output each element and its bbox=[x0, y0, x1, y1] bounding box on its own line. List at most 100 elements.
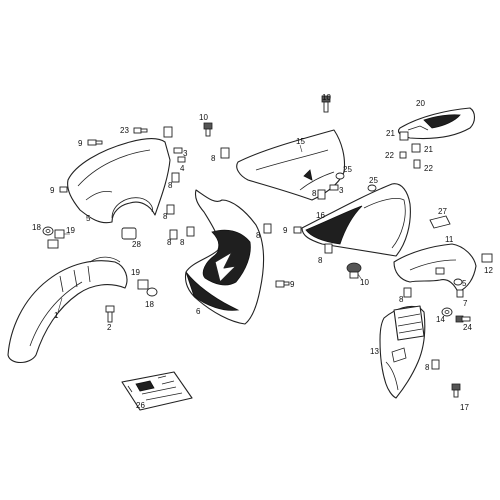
screw-9-right bbox=[275, 280, 290, 288]
callout-8d: 8 bbox=[180, 238, 185, 247]
callout-20: 20 bbox=[416, 99, 425, 108]
callout-4: 4 bbox=[180, 164, 185, 173]
grommet-5-rear bbox=[453, 278, 463, 286]
callout-8f: 8 bbox=[211, 154, 216, 163]
callout-8b: 8 bbox=[163, 212, 168, 221]
callout-25a: 25 bbox=[343, 165, 352, 174]
callout-8e: 8 bbox=[256, 231, 261, 240]
right-side-panel bbox=[301, 183, 411, 257]
callout-9a: 9 bbox=[78, 139, 83, 148]
callout-7: 7 bbox=[463, 299, 468, 308]
callout-12: 12 bbox=[484, 266, 493, 275]
right-radiator-shroud bbox=[184, 189, 264, 325]
screw-22-b bbox=[413, 159, 421, 169]
bolt-23 bbox=[133, 127, 148, 134]
clip-8-panel-b bbox=[317, 189, 326, 200]
spacer-19-right bbox=[137, 279, 149, 290]
spacer-21-a bbox=[399, 131, 409, 141]
bolt-10-center bbox=[346, 262, 362, 279]
decal-kit bbox=[121, 371, 193, 411]
spacer-19-b bbox=[47, 239, 59, 249]
callout-5: 5 bbox=[86, 214, 91, 223]
callout-28: 28 bbox=[132, 240, 141, 249]
front-fender bbox=[7, 256, 128, 364]
callout-17: 17 bbox=[460, 403, 469, 412]
callout-14: 14 bbox=[436, 315, 445, 324]
clip-8-rear bbox=[403, 287, 412, 298]
bush-7 bbox=[456, 289, 464, 298]
callout-24: 24 bbox=[463, 323, 472, 332]
screw-9-side bbox=[59, 186, 68, 193]
callout-18a: 18 bbox=[32, 223, 41, 232]
screw-9-top bbox=[87, 139, 103, 146]
callout-8i: 8 bbox=[399, 295, 404, 304]
grommet-25-a bbox=[335, 172, 345, 180]
callout-5b: 5 bbox=[462, 279, 467, 288]
callout-1: 1 bbox=[54, 311, 59, 320]
callout-19a: 19 bbox=[66, 226, 75, 235]
callout-21b: 21 bbox=[424, 145, 433, 154]
callout-10c: 10 bbox=[360, 278, 369, 287]
callout-8j: 8 bbox=[425, 363, 430, 372]
clip-8-mudguard bbox=[431, 359, 440, 370]
callout-8h: 8 bbox=[318, 256, 323, 265]
bolt-17 bbox=[451, 383, 461, 398]
rubber-pad-27 bbox=[429, 215, 451, 229]
left-side-panel bbox=[236, 129, 346, 201]
rear-mudguard bbox=[379, 305, 426, 399]
callout-3b: 3 bbox=[339, 186, 344, 195]
callout-8a: 8 bbox=[168, 181, 173, 190]
callout-2: 2 bbox=[107, 323, 112, 332]
callout-10b: 10 bbox=[199, 113, 208, 122]
bolt-10-top bbox=[321, 95, 331, 113]
spacer-21-b bbox=[411, 143, 421, 153]
callout-9b: 9 bbox=[50, 186, 55, 195]
rubber-grommet-18 bbox=[42, 226, 54, 236]
callout-8g: 8 bbox=[312, 189, 317, 198]
spacer-19 bbox=[54, 229, 70, 239]
clip-8-right-b bbox=[186, 226, 195, 237]
bush-4 bbox=[177, 156, 186, 163]
clip-8-shroud-low bbox=[166, 204, 175, 215]
callout-22b: 22 bbox=[424, 164, 433, 173]
rubber-pad-28 bbox=[121, 227, 137, 240]
fender-bolt bbox=[105, 305, 115, 323]
callout-27: 27 bbox=[438, 207, 447, 216]
callout-8c: 8 bbox=[167, 238, 172, 247]
callout-23: 23 bbox=[120, 126, 129, 135]
clip-8-right-c bbox=[263, 223, 272, 234]
rubber-grommet-18-right bbox=[146, 287, 158, 297]
clip-8-panel bbox=[220, 147, 230, 159]
callout-21a: 21 bbox=[386, 129, 395, 138]
bolt-3-shroud bbox=[173, 147, 183, 154]
callout-16: 16 bbox=[316, 211, 325, 220]
clip-8-shroud bbox=[171, 172, 180, 183]
callout-3a: 3 bbox=[183, 149, 188, 158]
screw-12 bbox=[481, 253, 493, 263]
callout-13: 13 bbox=[370, 347, 379, 356]
screw-22-a bbox=[399, 151, 407, 159]
clip-8-panel-c bbox=[324, 243, 333, 254]
callout-6: 6 bbox=[196, 307, 201, 316]
bolt-3-panel bbox=[329, 184, 339, 191]
clip-8-right-a bbox=[169, 229, 178, 240]
callout-22a: 22 bbox=[385, 151, 394, 160]
washer-14 bbox=[441, 307, 453, 317]
grommet-25-b bbox=[367, 184, 377, 192]
screw-9-panel bbox=[293, 226, 302, 234]
callout-11: 11 bbox=[445, 235, 454, 244]
bolt-24 bbox=[455, 315, 471, 323]
callout-9d: 9 bbox=[283, 226, 288, 235]
callout-10a: 10 bbox=[322, 93, 331, 102]
callout-26: 26 bbox=[136, 401, 145, 410]
callout-9c: 9 bbox=[290, 280, 295, 289]
callout-19b: 19 bbox=[131, 268, 140, 277]
callout-18b: 18 bbox=[145, 300, 154, 309]
bolt-10-left bbox=[203, 122, 213, 137]
callout-25b: 25 bbox=[369, 176, 378, 185]
left-radiator-shroud bbox=[67, 138, 171, 224]
tail-cover bbox=[397, 107, 476, 140]
callout-15: 15 bbox=[296, 137, 305, 146]
